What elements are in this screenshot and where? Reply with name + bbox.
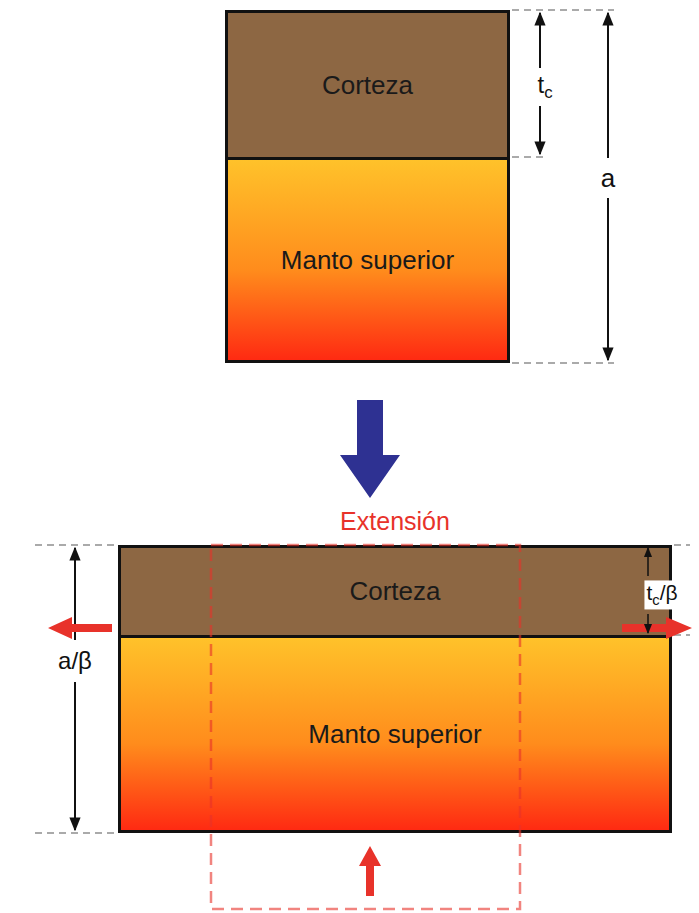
layer-name: Corteza — [322, 70, 413, 101]
dimension-label: a — [599, 163, 617, 193]
guide-line — [512, 9, 614, 11]
dimension-arrow — [539, 13, 541, 68]
label-part: t — [646, 581, 652, 604]
extension-arrow-right — [622, 617, 692, 639]
crust-layer: Corteza — [118, 545, 672, 638]
guide-line — [674, 544, 690, 546]
layer-name: Corteza — [349, 576, 440, 607]
label-part: /β — [660, 581, 678, 604]
dimension-label: a/β — [56, 647, 94, 675]
dimension-arrow — [607, 198, 609, 360]
dimension-label: tc — [535, 71, 554, 104]
dimension-arrow — [539, 106, 541, 154]
guide-line — [35, 544, 116, 546]
dimension-arrow — [607, 13, 609, 158]
dimension-arrow — [647, 548, 649, 576]
crust-layer: Corteza — [225, 10, 510, 160]
process-label: Extensión — [338, 507, 452, 536]
layer-name: Manto superior — [281, 245, 454, 276]
mantle-layer: Manto superior — [225, 157, 510, 363]
process-arrow — [340, 400, 400, 498]
dimension-label: tc/β — [644, 580, 679, 609]
layer-name: Manto superior — [308, 719, 481, 750]
label-part: t — [537, 71, 544, 98]
dimension-guides — [35, 10, 690, 833]
guide-line — [512, 362, 614, 364]
mantle-layer: Manto superior — [118, 635, 672, 833]
extension-arrow-left — [48, 617, 112, 639]
dimension-arrow — [74, 682, 76, 830]
upwelling-arrow — [359, 846, 381, 896]
original-column-outline — [211, 545, 520, 909]
label-part: c — [652, 592, 659, 608]
guide-line — [512, 156, 546, 158]
label-part: c — [544, 83, 552, 102]
guide-line — [35, 832, 116, 834]
dimension-arrow — [647, 614, 649, 633]
